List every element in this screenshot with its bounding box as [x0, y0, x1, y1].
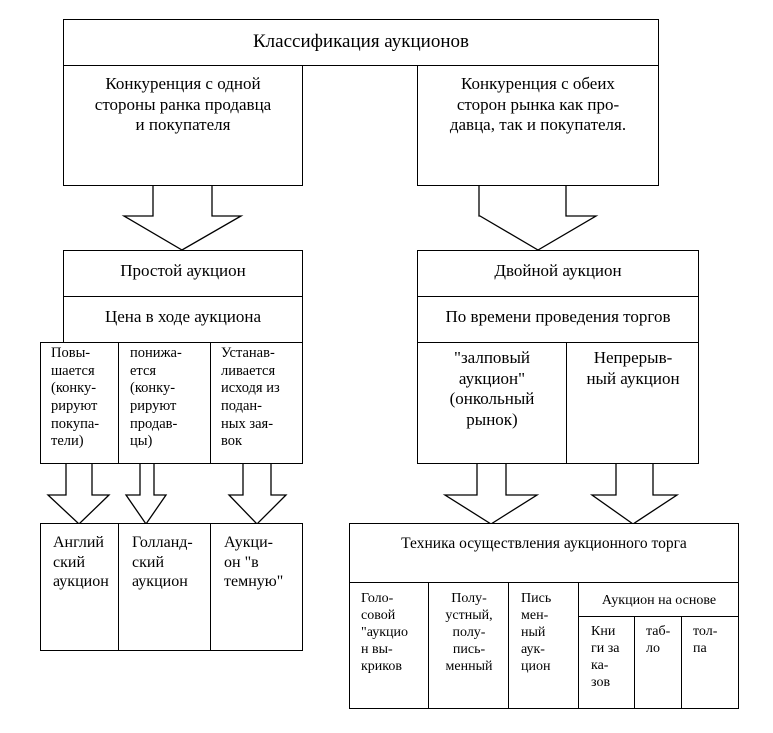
technique-row-line	[349, 582, 739, 584]
order-book-text: Кни ги за ка- зов	[591, 624, 620, 691]
time-criterion-box	[417, 296, 699, 343]
left-columns-box	[40, 342, 303, 464]
left-header-box	[63, 65, 303, 186]
based-on-row-line	[578, 616, 739, 618]
price-criterion-box	[63, 296, 303, 343]
left-header-text: Конкуренция с одной стороны ранка продав…	[94, 74, 272, 135]
right-columns-box	[417, 342, 699, 464]
right-header-box	[417, 65, 659, 186]
technique-title: Техника осуществления аукционного торга	[401, 535, 687, 552]
tech-divider-3	[578, 582, 580, 709]
based-on-title: Аукцион на основе	[601, 593, 717, 608]
call-auction-text: "залповый аукцион" (онкольный рынок)	[449, 348, 535, 430]
english-auction-text: Англий ский аукцион	[53, 534, 109, 591]
continuous-auction-text: Непрерыв- ный аукцион	[586, 348, 680, 388]
left-res-divider-2	[210, 523, 212, 651]
based-divider-1	[634, 616, 636, 709]
arrow-col1-to-english	[46, 462, 111, 525]
right-header-text: Конкуренция с обеих сторон рынка как про…	[449, 74, 627, 135]
semi-oral-auction-text: Полу- устный, полу- пись- менный	[445, 591, 493, 675]
arrow-dbl1-to-technique	[442, 462, 540, 525]
crowd-text: тол- па	[693, 624, 718, 657]
tech-divider-1	[428, 582, 430, 709]
time-criterion-label: По времени проведения торгов	[445, 307, 671, 326]
tech-divider-2	[508, 582, 510, 709]
based-divider-2	[681, 616, 683, 709]
left-res-divider-1	[118, 523, 120, 651]
diagram-title: Классификация аукционов	[253, 31, 469, 52]
blind-auction-text: Аукци- он "в темную"	[224, 534, 284, 591]
simple-auction-label: Простой аукцион	[120, 261, 246, 280]
left-results-box	[40, 523, 303, 651]
board-text: таб- ло	[646, 624, 671, 657]
voice-auction-text: Голо- совой "аукцио н вы- криков	[361, 591, 409, 675]
arrow-col2-to-dutch	[124, 462, 168, 526]
left-col-divider-2	[210, 342, 212, 464]
simple-auction-box	[63, 250, 303, 297]
arrow-col3-to-blind	[227, 462, 288, 525]
dutch-auction-text: Голланд- ский аукцион	[132, 534, 193, 591]
arrow-left-header-to-simple	[121, 184, 244, 251]
price-falls-text: понижа- ется (конку- рируют продав- цы)	[130, 345, 182, 450]
price-bids-text: Устанав- ливается исходя из подан- ных з…	[221, 345, 280, 450]
left-col-divider-1	[118, 342, 120, 464]
price-criterion-label: Цена в ходе аукциона	[104, 307, 262, 326]
double-auction-label: Двойной аукцион	[494, 261, 622, 280]
double-auction-box	[417, 250, 699, 297]
title-box	[63, 19, 659, 66]
arrow-right-header-to-double	[478, 184, 599, 251]
right-col-divider	[566, 342, 568, 464]
written-auction-text: Пись мен- ный аук- цион	[521, 591, 552, 675]
arrow-dbl2-to-technique	[589, 462, 680, 525]
price-rises-text: Повы- шается (конку- рируют покупа- тели…	[51, 345, 100, 450]
